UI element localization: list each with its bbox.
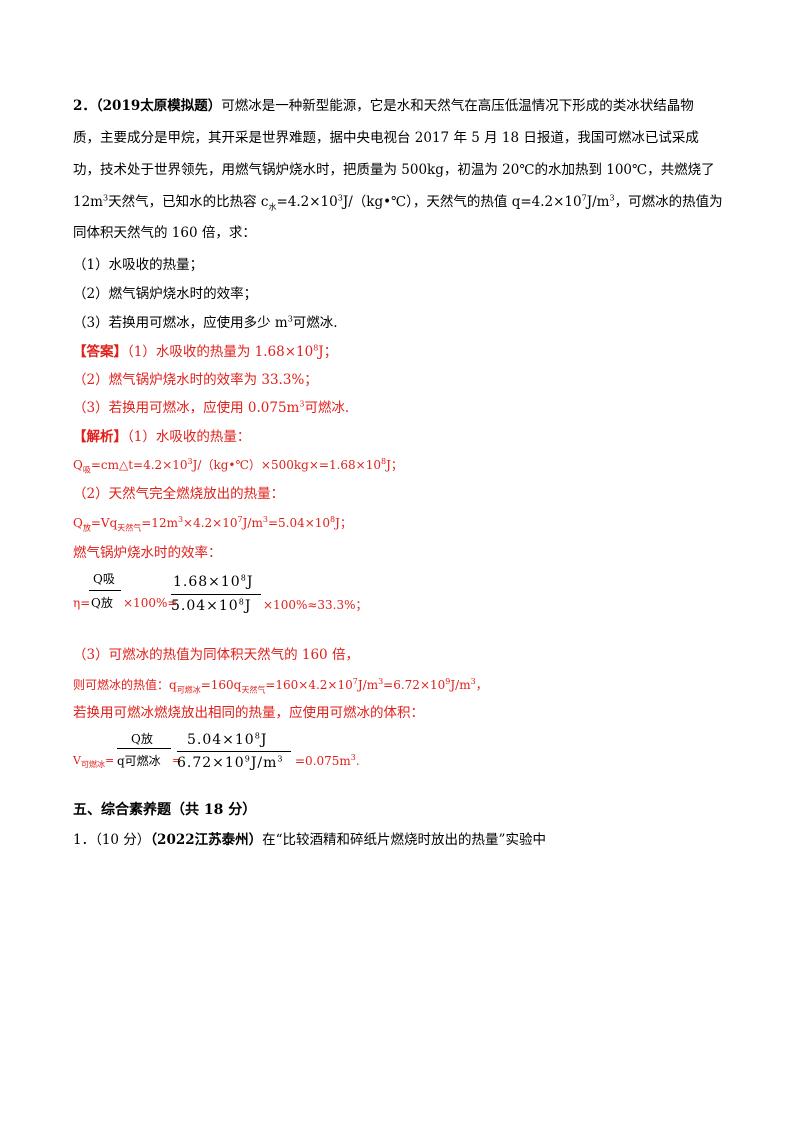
- volume-symbol: V可燃冰=: [73, 754, 115, 770]
- analysis-tag: 【解析】: [73, 429, 127, 445]
- vol-fraction2-numerator: 5.04×108J: [187, 731, 268, 748]
- eff-fraction2-bar: [171, 594, 261, 595]
- eff-fraction1-bar: [89, 590, 121, 591]
- vol-fraction1-bar: [117, 748, 171, 749]
- volume-equation: V可燃冰= Q放 q可燃冰 = 5.04×108J 6.72×109J/m3 =…: [73, 728, 493, 778]
- question-3: （3）若换用可燃冰，应使用多少 m3可燃冰.: [73, 314, 338, 331]
- section-5-title: 五、综合素养题（共 18 分）: [73, 802, 257, 818]
- problem-number: 2．: [73, 98, 96, 114]
- eta-symbol: η=: [73, 596, 91, 610]
- efficiency-equation: η= Q吸 Q放 ×100%= 1.68×108J 5.04×108J ×100…: [73, 568, 493, 620]
- question-2: （2）燃气锅炉烧水时的效率；: [73, 286, 258, 302]
- analysis-efficiency-title: 燃气锅炉烧水时的效率：: [73, 545, 222, 561]
- analysis-eq-q-released: Q放=Vq天然气=12m3×4.2×107J/m3=5.04×108J；: [73, 515, 352, 533]
- eff-fraction1-numerator: Q吸: [93, 572, 115, 586]
- answer-line-2: （2）燃气锅炉烧水时的效率为 33.3%；: [73, 372, 318, 388]
- answer-line-1: 【答案】（1）水吸收的热量为 1.68×108J；: [73, 343, 338, 360]
- answer-line-3: （3）若换用可燃冰，应使用 0.075m3可燃冰.: [73, 399, 350, 416]
- problem-line-5: 同体积天然气的 160 倍，求：: [73, 225, 256, 241]
- vol-result: =0.075m3.: [295, 753, 360, 769]
- vol-equals: =: [172, 754, 182, 767]
- analysis-line-1: 【解析】（1）水吸收的热量：: [73, 429, 251, 445]
- eff-fraction2-denominator: 5.04×108J: [171, 597, 252, 614]
- eff-fraction2-numerator: 1.68×108J: [173, 573, 254, 590]
- analysis-eq-heat-value: 则可燃冰的热值：q可燃冰=160q天然气=160×4.2×107J/m3=6.7…: [73, 677, 488, 695]
- problem-line-1: 2．（2019太原模拟题）可燃冰是一种新型能源，它是水和天然气在高压低温情况下形…: [73, 96, 694, 116]
- problem-text: 可燃冰是一种新型能源，它是水和天然气在高压低温情况下形成的类冰状结晶物: [221, 98, 694, 114]
- section-5-question-1: 1．（10 分）（2022江苏泰州）在“比较酒精和碎纸片燃烧时放出的热量”实验中: [73, 832, 546, 848]
- vol-fraction1-numerator: Q放: [131, 732, 153, 746]
- eff-fraction1-denominator: Q放: [91, 596, 113, 610]
- problem-source: （2019太原模拟题）: [95, 98, 222, 114]
- analysis-line-3: （3）可燃冰的热值为同体积天然气的 160 倍，: [73, 647, 359, 663]
- analysis-volume-title: 若换用可燃冰燃烧放出相同的热量，应使用可燃冰的体积：: [73, 705, 424, 721]
- section-5-source: （2022江苏泰州）: [150, 832, 263, 848]
- eff-times-100: ×100%=: [123, 596, 178, 610]
- problem-line-4: 12m3天然气，已知水的比热容 c水=4.2×103J/（kg•℃），天然气的热…: [73, 193, 723, 212]
- problem-line-3: 功，技术处于世界领先，用燃气锅炉烧水时，把质量为 500kg，初温为 20℃的水…: [73, 162, 715, 178]
- vol-fraction1-denominator: q可燃冰: [117, 754, 161, 768]
- answer-tag: 【答案】: [73, 344, 127, 360]
- question-1: （1）水吸收的热量；: [73, 257, 204, 273]
- vol-fraction2-bar: [177, 751, 291, 752]
- problem-line-2: 质，主要成分是甲烷，其开采是世界难题，据中央电视台 2017 年 5 月 18 …: [73, 130, 699, 146]
- analysis-eq-q-absorbed: Q吸=cm△t=4.2×103J/（kg•℃）×500kg×=1.68×108J…: [73, 457, 403, 475]
- analysis-line-2: （2）天然气完全燃烧放出的热量：: [73, 486, 285, 502]
- vol-fraction2-denominator: 6.72×109J/m3: [177, 754, 284, 771]
- eff-result: ×100%≈33.3%；: [263, 598, 368, 612]
